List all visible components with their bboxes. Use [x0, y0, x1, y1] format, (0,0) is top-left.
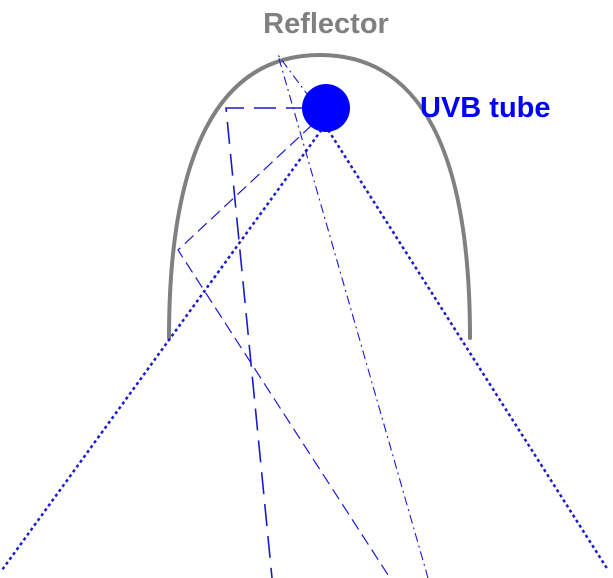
uvb-tube-label: UVB tube: [420, 92, 551, 124]
beam-edge-left: [0, 124, 327, 571]
reflector-label: Reflector: [263, 8, 389, 40]
reflector-outline: [167, 52, 472, 340]
ray-long-dash: [225, 107, 308, 578]
uvb-tube-circle: [302, 84, 350, 132]
beam-edge-right: [323, 124, 610, 571]
ray-medium-dash: [177, 124, 391, 578]
ray-dash-dot: [277, 54, 429, 578]
